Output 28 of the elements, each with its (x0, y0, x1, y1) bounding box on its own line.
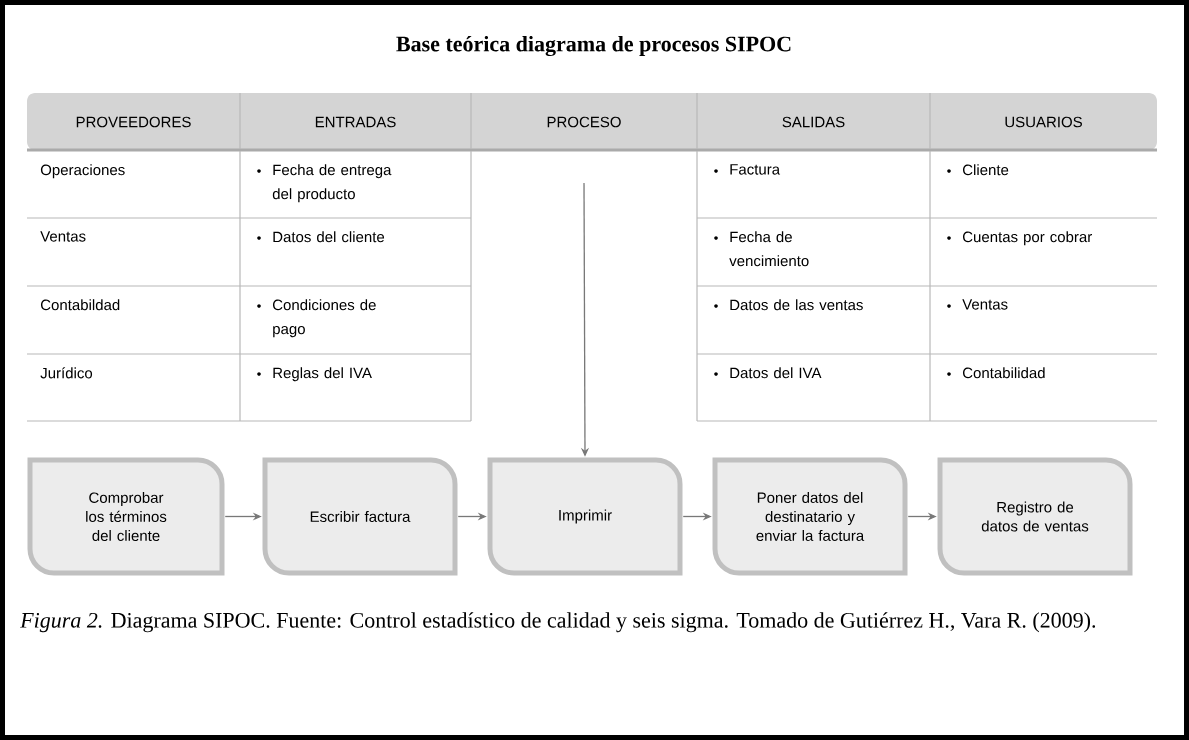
column-header: SALIDAS (782, 116, 845, 128)
table-cell: Ventas (947, 299, 1008, 310)
table-cell: Datos del cliente (257, 231, 385, 243)
column-header: ENTRADAS (315, 116, 396, 128)
process-box: Escribir factura (262, 457, 458, 576)
column-header: PROCESO (547, 116, 621, 128)
table-cell: Fecha de vencimiento (714, 231, 809, 267)
table-cell: Operaciones (40, 164, 125, 179)
table-cell: Condiciones de pago (257, 299, 376, 338)
title: Base teórica diagrama de procesos SIPOC (396, 35, 791, 57)
table-cell: Jurídico (40, 367, 93, 379)
table-cell: Cliente (947, 164, 1009, 176)
table-cell: Cuentas por cobrar (947, 231, 1092, 246)
column-header: PROVEEDORES (76, 116, 191, 128)
table-cell: Datos de las ventas (714, 299, 863, 311)
table-cell: Contabilidad (947, 367, 1045, 379)
table-cell: Contabildad (40, 299, 120, 311)
table-cell: Fecha de entrega del producto (257, 164, 392, 203)
table-cell: Ventas (40, 231, 86, 242)
table-cell: Reglas del IVA (257, 367, 372, 382)
process-box: Comprobar los términos del cliente (27, 457, 225, 576)
caption: Figura 2. Diagrama SIPOC. Fuente: Control estadístico de calidad y seis sigma. Tomado de Gutiérrez H., Vara R. (2009). (20, 612, 1096, 633)
process-box: Imprimir (487, 457, 683, 576)
process-box: Registro de datos de ventas (937, 457, 1133, 576)
table-cell: Factura (714, 164, 781, 175)
column-header: USUARIOS (1005, 116, 1082, 128)
table-cell: Datos del IVA (714, 367, 822, 379)
process-box: Poner datos del destinatario y enviar la factura (712, 457, 908, 576)
